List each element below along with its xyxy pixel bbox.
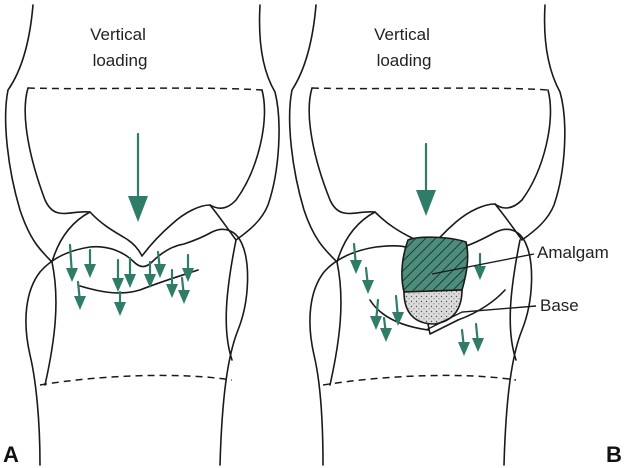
upper-cej-b	[312, 88, 548, 90]
base-liner	[404, 290, 462, 324]
panel-a: Vertical loading A	[3, 5, 279, 467]
lower-crown-a	[45, 240, 236, 385]
load-label-b-line2: loading	[377, 51, 432, 70]
lower-cej-b	[323, 375, 516, 385]
panel-letter-a: A	[3, 442, 19, 467]
load-arrowhead-a	[128, 196, 148, 222]
base-label: Base	[540, 296, 579, 315]
upper-crown-a	[25, 88, 264, 214]
upper-cej-a	[28, 88, 262, 90]
panel-b: Amalgam Base Vertical loading B	[290, 5, 622, 467]
load-label-a-line2: loading	[93, 51, 148, 70]
lower-cej-a	[40, 375, 232, 385]
stress-arrows-a	[66, 245, 194, 316]
amalgam-restoration	[402, 237, 468, 292]
load-label-a-line1: Vertical	[90, 25, 146, 44]
panel-letter-b: B	[606, 442, 622, 467]
load-label-b-line1: Vertical	[374, 25, 430, 44]
lower-tooth-a	[26, 229, 248, 465]
load-arrowhead-b	[416, 190, 436, 216]
amalgam-label: Amalgam	[537, 243, 609, 262]
